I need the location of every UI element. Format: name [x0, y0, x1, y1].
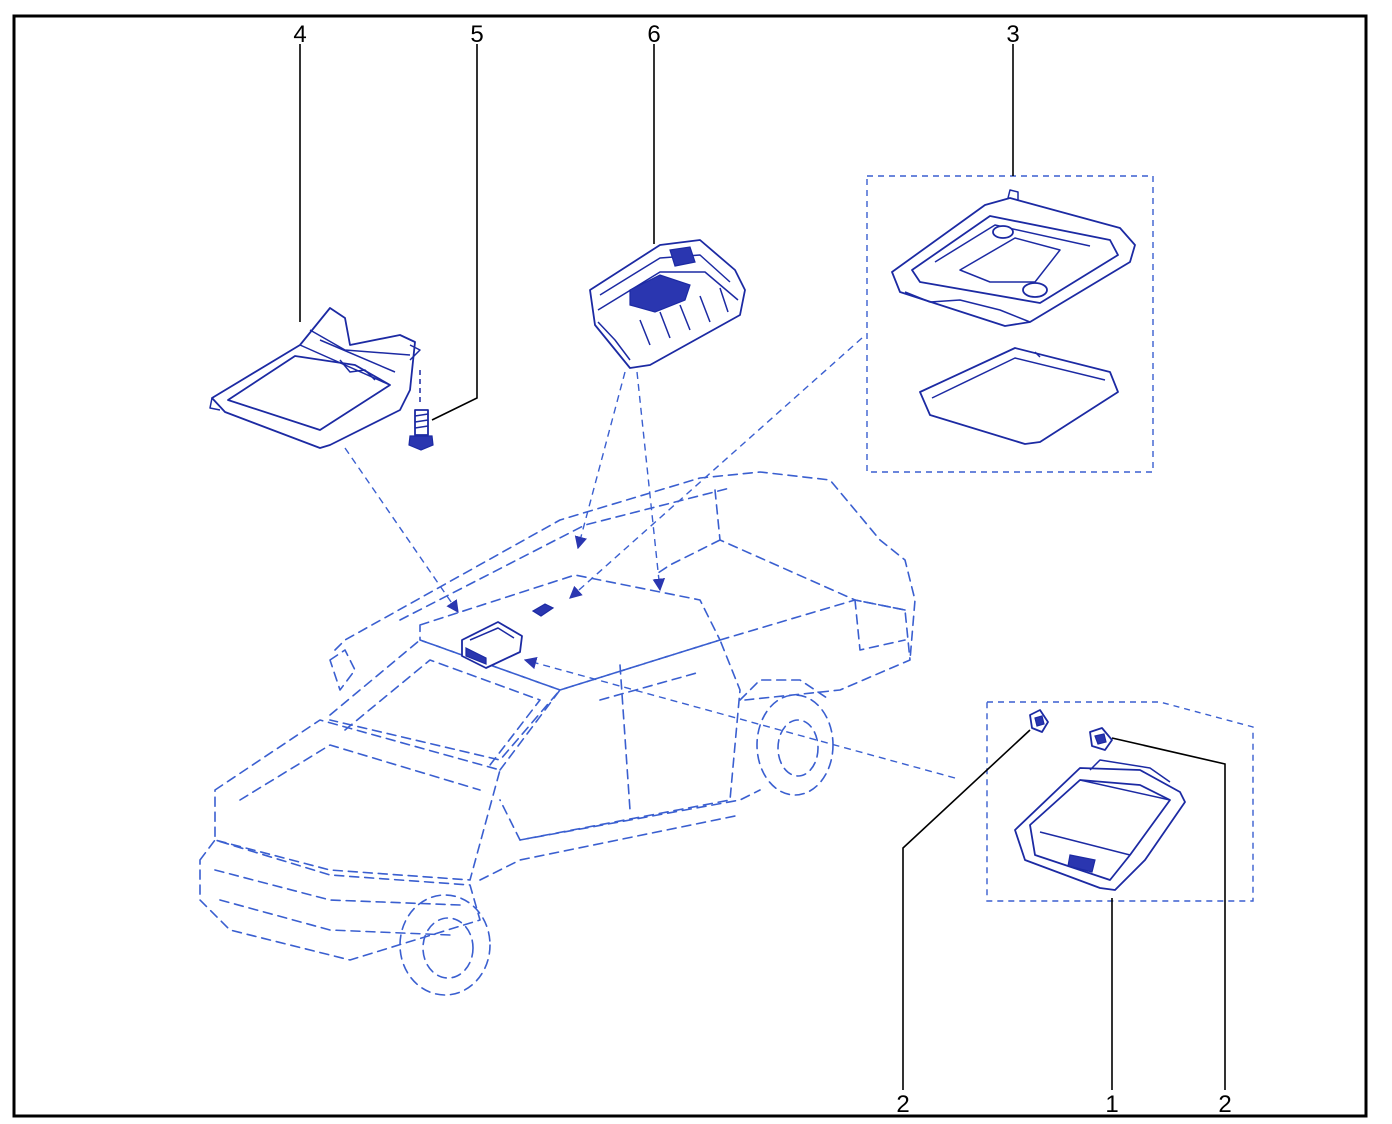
installation-arrows	[344, 337, 956, 779]
arrow-module-to-roof-left	[574, 371, 626, 550]
callout-2-left: 2	[896, 1091, 909, 1118]
part-4-bracket	[209, 307, 421, 449]
callout-6: 6	[647, 21, 660, 48]
part-3-lamp-assembly	[866, 175, 1154, 473]
leader-lines	[299, 44, 1226, 1090]
part-6-console-module	[589, 239, 746, 369]
diagram-frame	[12, 14, 1368, 1118]
arrow-vanity-to-console	[523, 656, 956, 779]
part-5-screw	[408, 370, 434, 451]
part-1-and-2-group	[986, 701, 1254, 902]
part-2-clip-left	[1029, 709, 1049, 733]
callout-2-right: 2	[1218, 1091, 1231, 1118]
installed-console-on-vehicle	[461, 603, 555, 669]
arrow-module-to-roof-right	[636, 371, 666, 592]
callout-labels: 4 5 6 3 2 1 2	[293, 21, 1231, 1118]
leader-2-right	[1111, 737, 1226, 1090]
callout-5: 5	[470, 21, 483, 48]
callout-1: 1	[1105, 1091, 1118, 1118]
arrow-lamp-to-roof	[569, 337, 863, 599]
arrow-bracket-to-vehicle	[344, 447, 459, 614]
vehicle-phantom-outline	[199, 471, 916, 996]
leader-2-left	[902, 729, 1031, 1090]
callout-3: 3	[1006, 21, 1019, 48]
leader-5	[431, 44, 478, 421]
part-2-clip-right	[1089, 727, 1113, 751]
callout-4: 4	[293, 21, 306, 48]
